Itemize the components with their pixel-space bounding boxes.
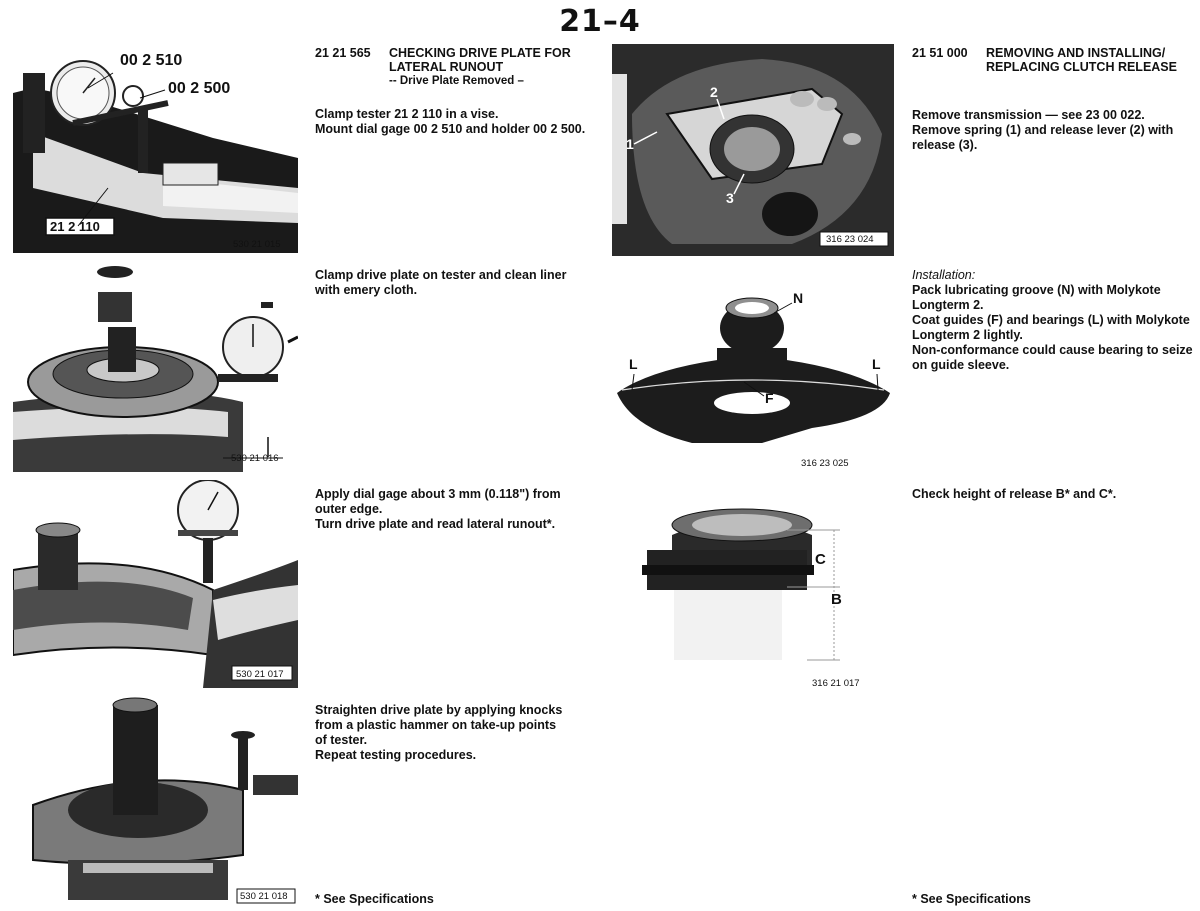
label-guide: F [765, 390, 774, 406]
photo-clutch-housing: 1 2 3 316 23 024 [612, 44, 894, 256]
step-text: Apply dial gage about 3 mm (0.118") from… [315, 487, 561, 531]
page-number: 21–4 [559, 4, 641, 39]
section-subtitle: -- Drive Plate Removed – [389, 75, 524, 87]
footnote: * See Specifications [315, 892, 434, 906]
section-title: CHECKING DRIVE PLATE FOR LATERAL RUNOUT … [389, 46, 571, 87]
section-code: 21 51 000 [912, 46, 968, 60]
installation-heading: Installation: [912, 268, 976, 282]
section-code: 21 21 565 [315, 46, 371, 60]
label-holder: 00 2 500 [168, 80, 231, 97]
label-dial-gage: 00 2 510 [120, 52, 183, 69]
step-text: Remove transmission — see 23 00 022. Rem… [912, 108, 1174, 152]
left-section-header: 21 21 565 CHECKING DRIVE PLATE FOR LATER… [315, 46, 605, 96]
figure-release-bearing: N L L F 316 23 025 [612, 278, 894, 468]
label-release: 3 [726, 190, 734, 206]
label-height-b: B [831, 591, 842, 608]
figure-code: 530 21 016 [231, 453, 279, 464]
photo-drive-plate-on-tester: 530 21 016 [13, 262, 298, 472]
label-bearing-left: L [629, 356, 638, 372]
figure-code: 530 21 015 [233, 239, 281, 250]
figure-code: 530 21 017 [236, 669, 284, 680]
figure-code: 316 23 025 [801, 458, 849, 468]
right-section-header: 21 51 000 REMOVING AND INSTALLING/ REPLA… [912, 46, 1198, 78]
photo-dial-gage-applied: 530 21 017 [13, 480, 298, 688]
photo-straighten-drive-plate: 530 21 018 [13, 695, 298, 907]
label-lubricating-groove: N [793, 290, 804, 306]
figure-code: 316 21 017 [812, 678, 860, 689]
footnote: * See Specifications [912, 892, 1031, 906]
figure-code: 316 23 024 [826, 234, 874, 245]
step-text: Check height of release B* and C*. [912, 487, 1117, 501]
step-text: Clamp drive plate on tester and clean li… [315, 268, 567, 297]
step-text: Clamp tester 21 2 110 in a vise. Mount d… [315, 107, 586, 136]
installation-text: Installation: Pack lubricating groove (N… [912, 268, 1198, 373]
section-title: REMOVING AND INSTALLING/ REPLACING CLUTC… [986, 46, 1177, 74]
figure-code: 530 21 018 [240, 891, 288, 902]
step-text: Straighten drive plate by applying knock… [315, 703, 563, 762]
label-release-lever: 2 [710, 84, 718, 100]
figure-release-height: C B 316 21 017 [612, 495, 894, 690]
label-tester: 21 2 110 [50, 219, 100, 234]
label-bearing-right: L [872, 356, 881, 372]
label-height-c: C [815, 551, 826, 568]
label-spring: 1 [626, 136, 634, 152]
photo-tester-with-dial-gage: 00 2 510 00 2 500 21 2 110 530 21 015 [13, 38, 298, 253]
